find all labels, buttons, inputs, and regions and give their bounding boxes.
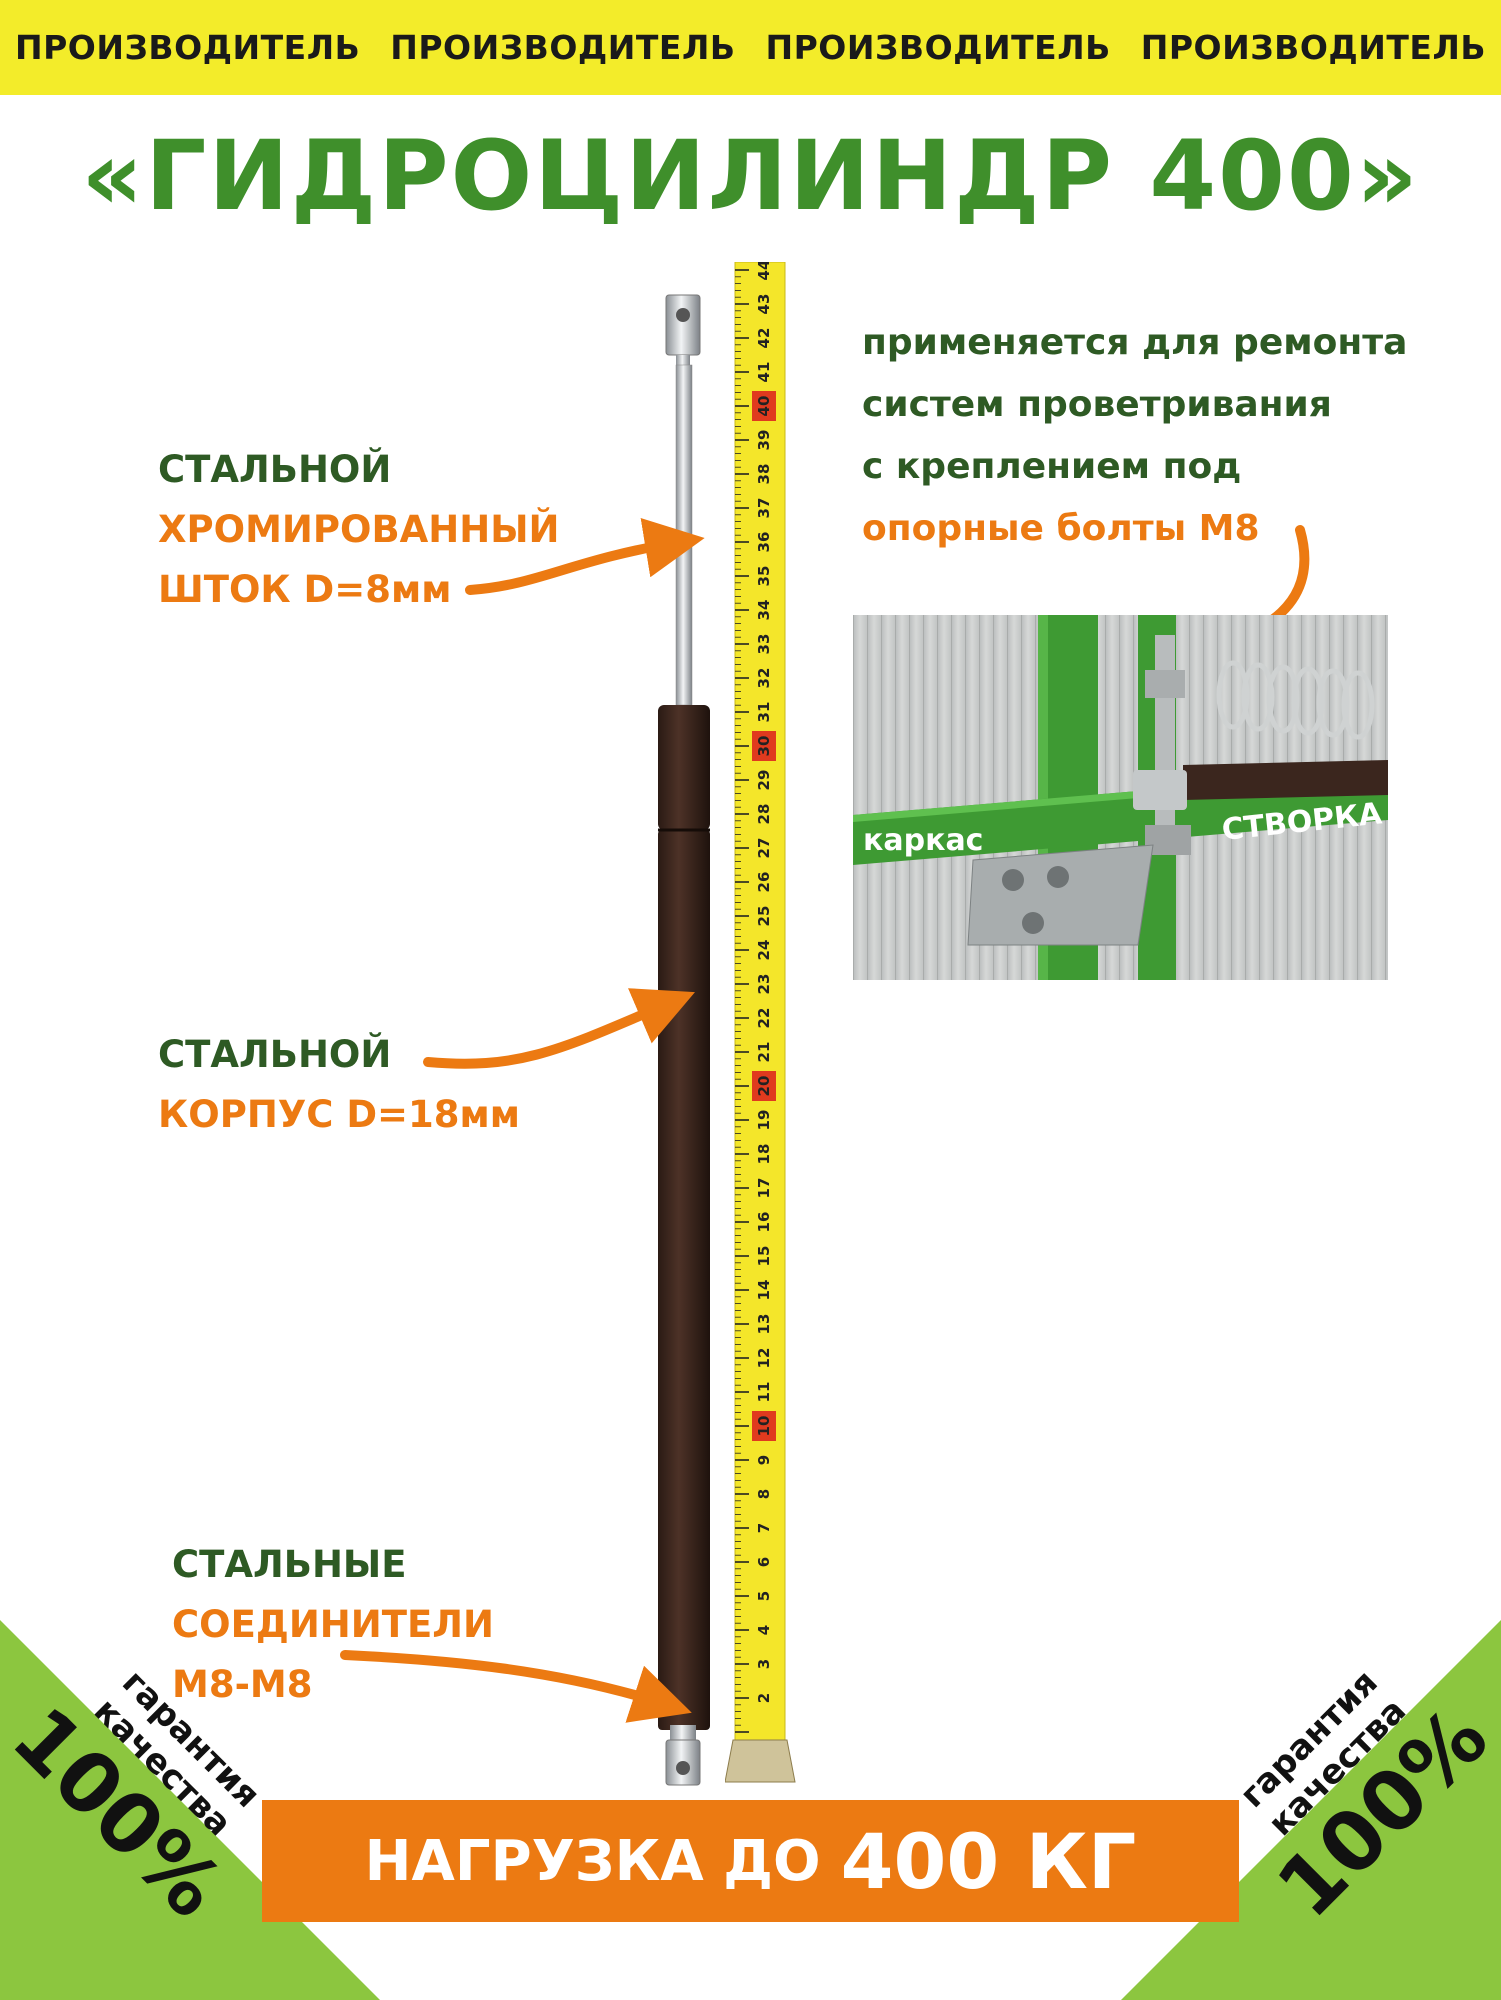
banner-item: ПРОИЗВОДИТЕЛЬ xyxy=(390,28,736,67)
load-banner: НАГРУЗКА ДО 400 КГ xyxy=(262,1800,1239,1922)
tape-number: 28 xyxy=(755,804,773,825)
tape-decade-marker xyxy=(752,1411,776,1441)
rod-label-line1: СТАЛЬНОЙ xyxy=(158,448,392,491)
tape-number: 25 xyxy=(755,906,773,927)
usage-description: применяется для ремонта систем проветрив… xyxy=(862,312,1407,560)
tape-number: 30 xyxy=(755,736,773,757)
photo-label-frame: каркас xyxy=(863,823,983,858)
tape-number: 29 xyxy=(755,770,773,791)
tape-number: 2 xyxy=(755,1693,773,1703)
banner-item: ПРОИЗВОДИТЕЛЬ xyxy=(15,28,361,67)
tape-decade-marker xyxy=(752,391,776,421)
installation-photo: каркас СТВОРКА xyxy=(853,615,1388,980)
tape-hook xyxy=(725,1739,796,1783)
tape-number: 37 xyxy=(755,498,773,519)
tape-number: 4 xyxy=(755,1625,773,1635)
rod-label: СТАЛЬНОЙ ХРОМИРОВАННЫЙ ШТОК D=8мм xyxy=(158,440,560,620)
tape-number: 31 xyxy=(755,702,773,723)
cylinder-body-upper xyxy=(658,705,710,830)
tape-number: 19 xyxy=(755,1110,773,1131)
tape-number: 41 xyxy=(755,362,773,383)
tape-number: 33 xyxy=(755,634,773,655)
tape-number: 11 xyxy=(755,1382,773,1403)
tape-number: 13 xyxy=(755,1314,773,1335)
tape-number: 5 xyxy=(755,1591,773,1601)
tape-number: 14 xyxy=(755,1280,773,1301)
tape-decade-marker xyxy=(752,1071,776,1101)
tape-number: 6 xyxy=(755,1557,773,1567)
rod-label-line3: ШТОК D=8мм xyxy=(158,568,452,611)
tape-number: 36 xyxy=(755,532,773,553)
product-title: «ГИДРОЦИЛИНДР 400» xyxy=(81,120,1420,232)
tape-number: 32 xyxy=(755,668,773,689)
tape-number: 38 xyxy=(755,464,773,485)
tape-number: 34 xyxy=(755,600,773,621)
chrome-rod xyxy=(675,364,693,706)
top-connector-hole xyxy=(676,308,690,322)
tape-number: 42 xyxy=(755,328,773,349)
body-label: СТАЛЬНОЙ КОРПУС D=18мм xyxy=(158,1025,520,1145)
desc-line3: с креплением под xyxy=(862,446,1242,487)
measuring-tape: 2345678910111213141516171819202122232425… xyxy=(725,262,796,1783)
tape-number: 17 xyxy=(755,1178,773,1199)
bottom-connector-hole xyxy=(676,1761,690,1775)
tape-number: 40 xyxy=(755,396,773,417)
gas-spring-image xyxy=(658,294,710,1786)
tape-number: 27 xyxy=(755,838,773,859)
desc-line1: применяется для ремонта xyxy=(862,322,1408,363)
tape-number: 35 xyxy=(755,566,773,587)
tape-number: 16 xyxy=(755,1212,773,1233)
tape-number: 18 xyxy=(755,1144,773,1165)
top-connector xyxy=(665,294,701,356)
banner-item: ПРОИЗВОДИТЕЛЬ xyxy=(1140,28,1486,67)
banner-item: ПРОИЗВОДИТЕЛЬ xyxy=(765,28,1111,67)
cylinder-body xyxy=(658,830,710,1730)
connectors-label-line1: СТАЛЬНЫЕ xyxy=(172,1543,407,1586)
body-label-line1: СТАЛЬНОЙ xyxy=(158,1033,392,1076)
rod-label-line2: ХРОМИРОВАННЫЙ xyxy=(158,508,560,551)
body-label-line2: КОРПУС D=18мм xyxy=(158,1093,521,1136)
tape-number: 8 xyxy=(755,1489,773,1499)
load-prefix: НАГРУЗКА ДО xyxy=(364,1828,821,1894)
tape-number: 21 xyxy=(755,1042,773,1063)
tape-decade-marker xyxy=(752,731,776,761)
desc-line4: опорные болты М8 xyxy=(862,508,1260,549)
tape-number: 39 xyxy=(755,430,773,451)
tape-number: 10 xyxy=(755,1416,773,1437)
tape-number: 12 xyxy=(755,1348,773,1369)
load-value: 400 КГ xyxy=(840,1816,1137,1906)
top-banner: ПРОИЗВОДИТЕЛЬ ПРОИЗВОДИТЕЛЬ ПРОИЗВОДИТЕЛ… xyxy=(0,0,1501,95)
tape-number: 7 xyxy=(755,1523,773,1533)
tape-number: 43 xyxy=(755,294,773,315)
connectors-label: СТАЛЬНЫЕ СОЕДИНИТЕЛИ М8-М8 xyxy=(172,1535,494,1715)
tape-number: 20 xyxy=(755,1076,773,1097)
tape-number: 22 xyxy=(755,1008,773,1029)
tape-number: 23 xyxy=(755,974,773,995)
tape-number: 44 xyxy=(755,262,773,280)
tape-number: 26 xyxy=(755,872,773,893)
tape-number: 3 xyxy=(755,1659,773,1669)
connectors-label-line2: СОЕДИНИТЕЛИ xyxy=(172,1603,494,1646)
tape-number: 9 xyxy=(755,1455,773,1465)
connectors-label-line3: М8-М8 xyxy=(172,1663,313,1706)
tape-number: 24 xyxy=(755,940,773,961)
desc-line2: систем проветривания xyxy=(862,384,1332,425)
tape-number: 15 xyxy=(755,1246,773,1267)
